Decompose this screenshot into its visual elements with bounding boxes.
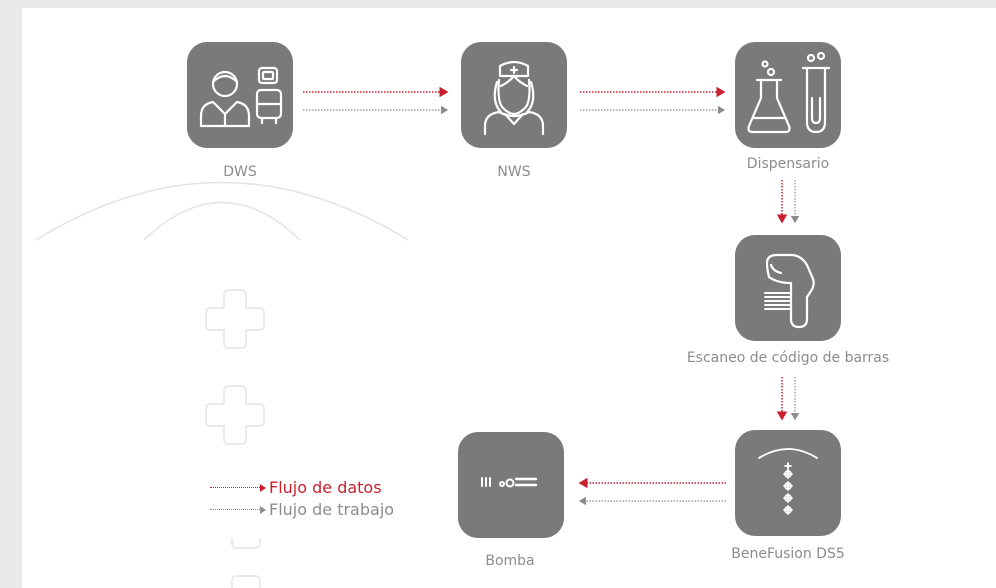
lab-flask-icon	[747, 51, 831, 134]
barcode-scanner-icon	[764, 253, 815, 329]
nws-label: NWS	[497, 164, 531, 180]
legend-work-flow: Flujo de trabajo	[210, 500, 394, 519]
dws-node[interactable]	[187, 42, 293, 148]
doctor-workstation-icon	[199, 66, 283, 128]
watermark-graphic	[35, 181, 409, 588]
benefusion-label: BeneFusion DS5	[731, 546, 845, 562]
nurse-icon	[483, 60, 545, 136]
legend-work-flow-arrow	[260, 505, 266, 514]
escaneo-node[interactable]	[735, 235, 841, 341]
legend-data-flow-arrow	[260, 483, 266, 492]
dws-label: DWS	[223, 164, 257, 180]
dispensario-label: Dispensario	[746, 156, 830, 172]
nws-node[interactable]	[461, 42, 567, 148]
legend-data-flow-label: Flujo de datos	[269, 478, 382, 497]
benefusion-node[interactable]	[735, 430, 841, 536]
legend-work-flow-dots	[210, 509, 262, 510]
escaneo-label: Escaneo de código de barras	[686, 350, 890, 366]
infusion-station-icon	[758, 448, 818, 515]
legend-work-flow-label: Flujo de trabajo	[269, 500, 395, 519]
dispensario-node[interactable]	[735, 42, 841, 148]
bomba-node[interactable]	[458, 432, 564, 538]
infusion-pump-icon	[481, 477, 538, 488]
legend-data-flow: Flujo de datos	[210, 478, 382, 497]
bomba-label: Bomba	[485, 553, 535, 569]
legend-data-flow-dots	[210, 487, 262, 488]
